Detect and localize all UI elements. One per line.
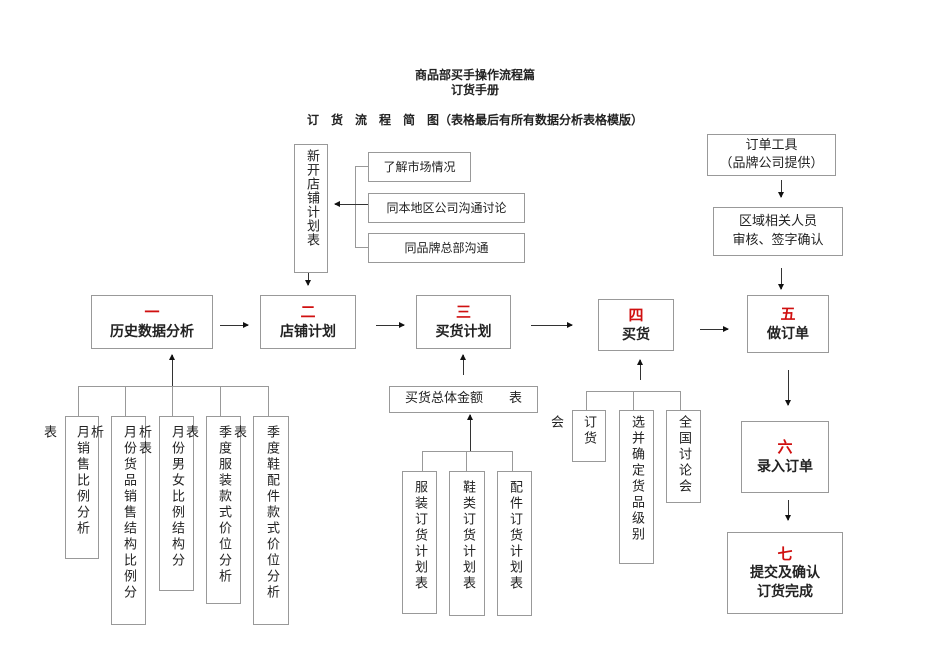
step-number: 二 [300,303,316,322]
step-number: 七 [777,544,793,563]
arrow-down [785,370,791,406]
purchase-table: 配件订货计划表 [497,471,532,616]
input-market: 了解市场情况 [368,152,471,182]
connector [466,451,467,471]
step-label: 做订单 [767,325,809,342]
connector [586,391,587,410]
connector [355,247,368,248]
connector [355,166,356,248]
review-line: 审核、签字确认 [732,232,824,248]
step-number: 六 [777,438,793,457]
flow-heading: 订 货 流 程 简 图（表格最后有所有数据分析表格模版） [306,113,643,127]
step-number: 五 [780,305,796,324]
step-number: 一 [144,303,160,322]
connector [422,451,513,452]
connector [268,386,269,416]
arrow-up [460,354,466,375]
arrow-down [778,268,784,290]
arrow-up [467,414,473,451]
step-5: 五做订单 [747,295,829,353]
purchase-total-box: 买货总体金额 表 [389,386,538,413]
step-number: 四 [628,306,644,325]
input-local-company: 同本地区公司沟通讨论 [368,193,525,223]
arrow-up [169,354,175,386]
arrow-right [220,322,249,328]
order-tool-box: 订单工具 （品牌公司提供） [707,134,836,176]
step-label: 店铺计划 [280,323,336,340]
step-label: 买货计划 [435,323,492,340]
step-3: 三买货计划 [416,295,511,349]
arrow-down [305,273,311,286]
buying-item: 选并确定货品级别 [619,410,654,564]
input-brand-hq: 同品牌总部沟通 [368,233,525,263]
review-line: 区域相关人员 [738,214,817,230]
history-table: 月销售比例分析表 [41,416,99,559]
step-label: 历史数据分析 [110,323,194,340]
arrow-up [637,359,643,380]
document-subtitle: 订货手册 [450,83,499,97]
step-label: 提交及确认订货完成 [750,565,820,601]
step-label: 录入订单 [757,458,813,475]
step-4: 四买货 [598,299,674,351]
document-title: 商品部买手操作流程篇 [414,68,535,82]
connector [78,386,79,416]
order-tool-line: （品牌公司提供） [719,156,824,171]
step-number: 三 [455,303,471,322]
arrow-right [531,322,573,328]
review-box: 区域相关人员审核、签字确认 [713,207,843,256]
step-7: 七提交及确认订货完成 [727,532,843,614]
purchase-table: 鞋类订货计划表 [449,471,485,616]
history-table: 季度服装款式价位分析表 [183,416,241,604]
history-table: 季度鞋配件款式价位分析表 [231,416,289,625]
arrow-down [785,500,791,521]
connector [422,451,423,471]
arrow-down [778,180,784,198]
arrow-right [700,326,729,332]
step-6: 六录入订单 [741,421,829,493]
buying-item: 全国讨论会 [666,410,701,503]
arrow-left [334,201,368,207]
new-store-plan-box: 新开店铺计划表 [294,144,328,273]
connector [220,386,221,416]
step-2: 二店铺计划 [260,295,356,349]
step-label: 买货 [622,326,650,343]
step-1: 一历史数据分析 [91,295,213,349]
history-table: 月份男女比例结构分析表 [136,416,194,591]
purchase-table: 服装订货计划表 [402,471,437,614]
order-tool-line: 订单工具 [745,137,798,153]
connector [512,451,513,471]
connector [680,391,681,410]
connector [125,386,126,416]
connector [172,386,173,416]
connector [355,166,368,167]
history-table: 月份货品销售结构比例分析 [88,416,146,625]
buying-item: 订货会 [548,410,606,462]
connector [633,391,634,410]
connector [78,386,268,387]
arrow-right [376,322,405,328]
